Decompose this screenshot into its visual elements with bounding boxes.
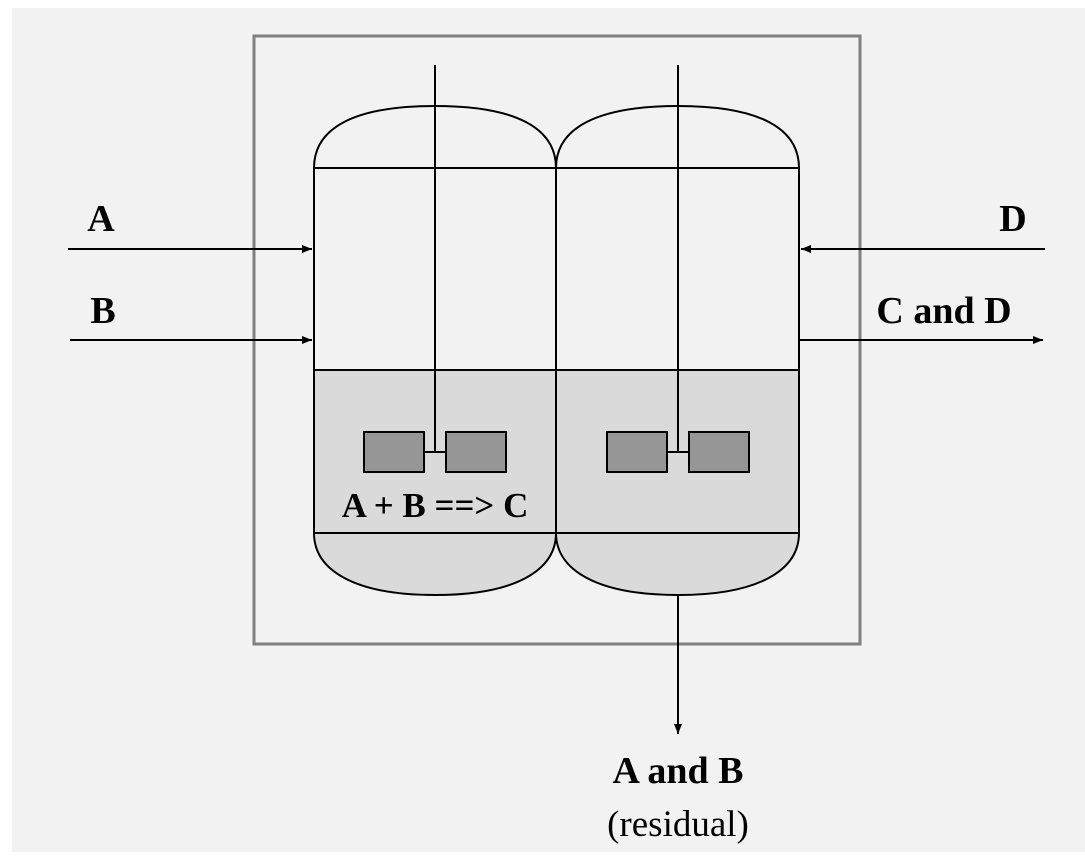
left-impeller-blade [445, 431, 507, 473]
right-impeller-blade [606, 431, 668, 473]
right-impeller-blade [688, 431, 750, 473]
left-impeller [363, 431, 507, 473]
right-vessel-liquid [556, 370, 799, 595]
left-impeller-blade [363, 431, 425, 473]
inlet-d-label: D [999, 198, 1026, 240]
outlet-cd-label: C and D [876, 290, 1011, 332]
inlet-b-label: B [90, 290, 115, 332]
outlet-ab-label: A and B [613, 750, 744, 792]
reaction-label: A + B ==> C [342, 486, 529, 525]
inlet-a-label: A [87, 198, 115, 240]
outlet-ab-note: (residual) [607, 804, 749, 845]
right-impeller [606, 431, 750, 473]
left-vessel-liquid [314, 370, 556, 595]
